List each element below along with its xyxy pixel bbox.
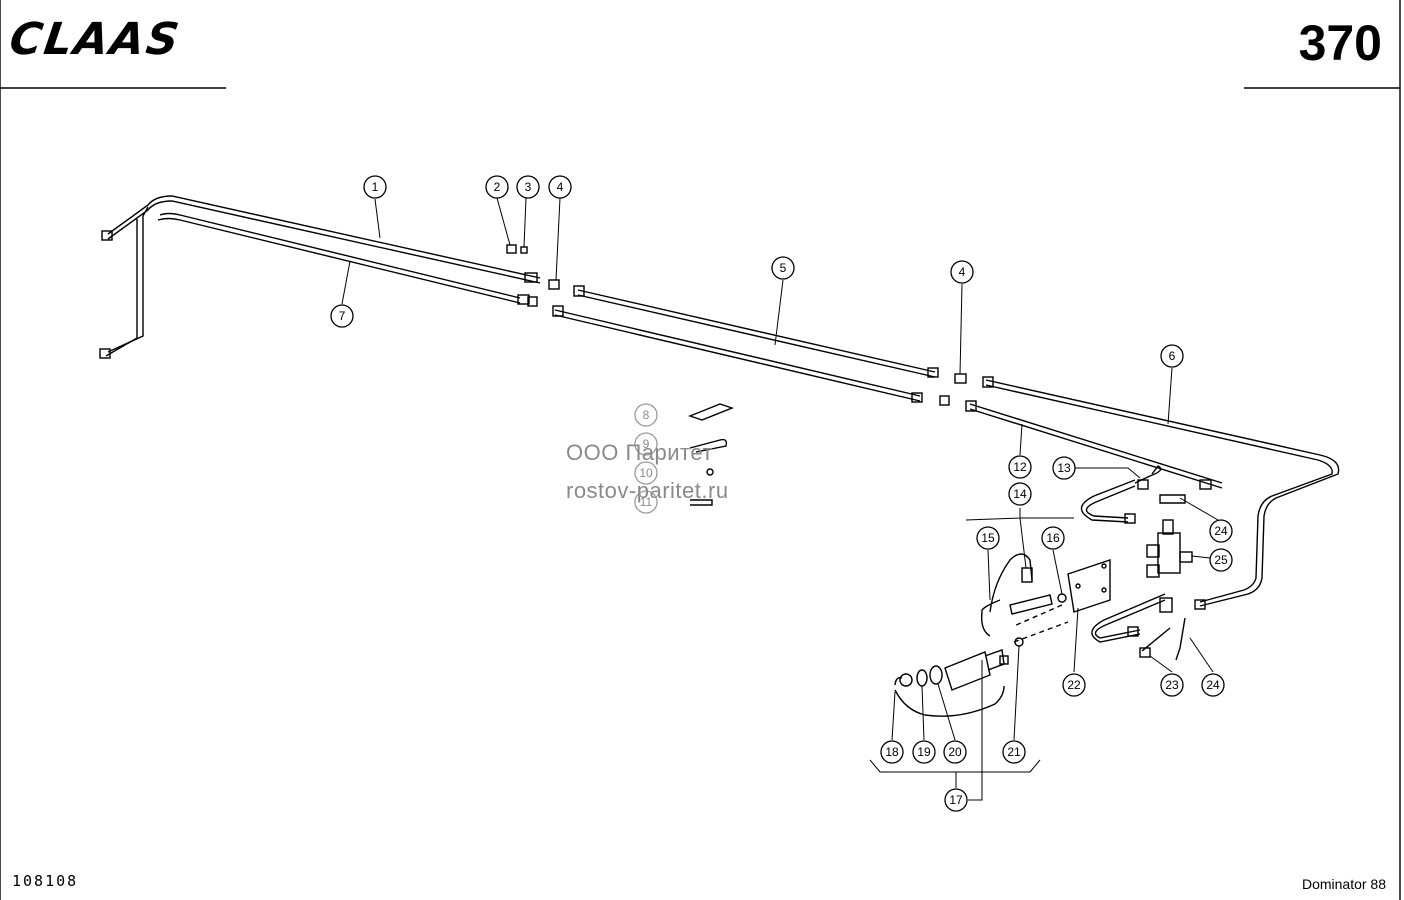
- callout-9: 9: [643, 437, 650, 451]
- callout-23: 23: [1165, 678, 1179, 692]
- model-name: Dominator 88: [1301, 876, 1386, 892]
- callout-3: 3: [525, 180, 532, 194]
- fitting-4b: [527, 296, 538, 307]
- fitting-4d: [939, 395, 950, 406]
- callout-25: 25: [1214, 553, 1228, 567]
- callout-18: 18: [885, 745, 899, 759]
- watermark-url: rostov-paritet.ru: [566, 478, 729, 503]
- callout-17: 17: [949, 793, 963, 807]
- callout-11: 11: [640, 495, 653, 509]
- callout-13: 13: [1057, 461, 1071, 475]
- quick-coupling-15: [980, 553, 1067, 637]
- nut-2: [506, 244, 517, 254]
- callout-16: 16: [1046, 531, 1060, 545]
- pipe-7: [157, 212, 530, 305]
- callout-8: 8: [643, 408, 650, 422]
- callout-14: 14: [1013, 487, 1027, 501]
- callout-12: 12: [1013, 460, 1027, 474]
- pipe-13: [1080, 465, 1162, 524]
- drawing-number: 108108: [12, 872, 79, 890]
- pipe-6: [982, 376, 1340, 610]
- seal-21: [1014, 637, 1024, 647]
- callout-6: 6: [1169, 349, 1176, 363]
- callout-20: 20: [948, 745, 962, 759]
- quick-coupling-17: [894, 649, 1009, 717]
- parts-8-11: [687, 403, 735, 506]
- callout-19: 19: [917, 745, 931, 759]
- ring-3: [520, 246, 528, 254]
- pipe-23-24: [1091, 593, 1186, 661]
- fitting-4c: [954, 373, 967, 384]
- pipe-12: [965, 400, 1223, 490]
- valve-block-25: [1146, 494, 1193, 578]
- fitting-4a: [548, 279, 560, 290]
- callout-4b: 4: [959, 265, 966, 279]
- callout-22: 22: [1067, 678, 1081, 692]
- page-number: 370: [1298, 15, 1382, 71]
- callout-1: 1: [372, 180, 379, 194]
- callout-5: 5: [780, 261, 787, 275]
- callout-10: 10: [639, 466, 653, 480]
- callout-24a: 24: [1214, 524, 1228, 538]
- pipe-1: [99, 195, 541, 359]
- callout-4a: 4: [557, 180, 564, 194]
- callout-7: 7: [339, 309, 346, 323]
- callout-2: 2: [494, 180, 501, 194]
- mounting-plate-22: [1067, 559, 1111, 613]
- callout-15: 15: [981, 531, 995, 545]
- callout-24b: 24: [1206, 678, 1220, 692]
- pipe-5: [552, 285, 939, 403]
- watermark-company: ООО Паритет: [566, 440, 713, 465]
- callout-21: 21: [1007, 745, 1021, 759]
